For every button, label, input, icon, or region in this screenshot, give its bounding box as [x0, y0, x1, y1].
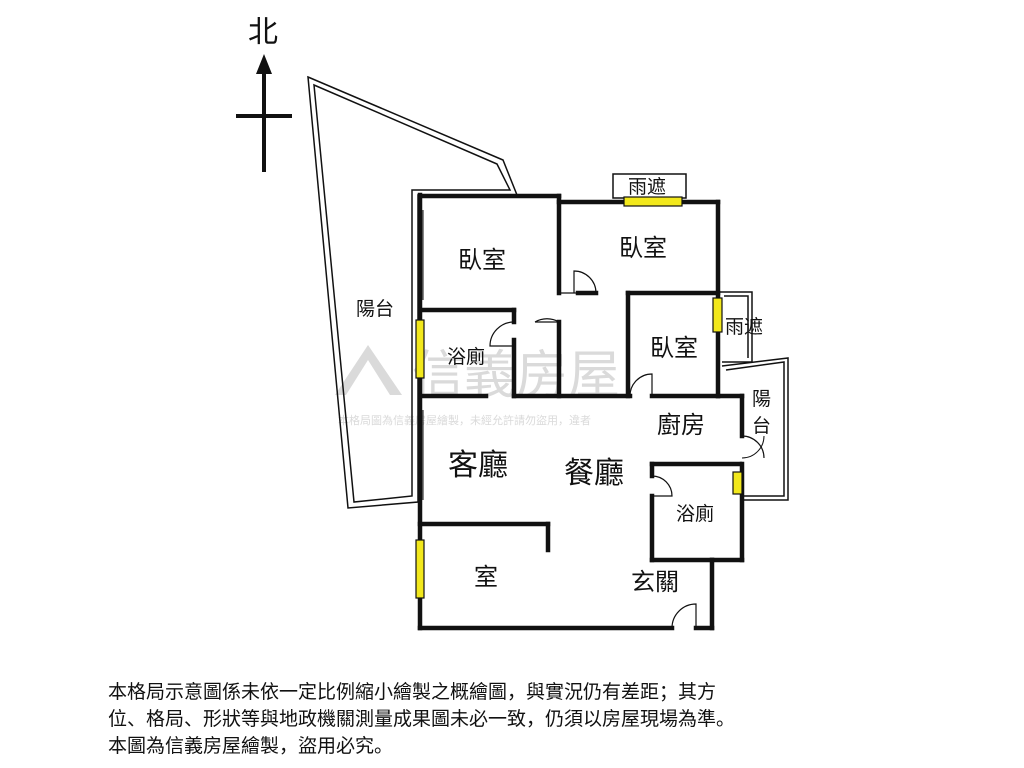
room-label-bedroom-e: 臥室	[650, 334, 698, 362]
disclaimer-line-2: 位、格局、形狀等與地政機關測量成果圖未必一致，仍須以房屋現場為準。	[108, 708, 736, 730]
room-label-canopy-e: 雨遮	[725, 316, 763, 338]
room-label-bath-w: 浴廁	[447, 345, 485, 368]
window	[732, 471, 743, 495]
compass: 北	[236, 15, 292, 172]
room-label-balcony-e-1: 陽	[752, 388, 771, 410]
disclaimer: 本格局示意圖係未依一定比例縮小繪製之概繪圖，與實況仍有差距；其方 位、格局、形狀…	[108, 679, 928, 760]
north-arrow-icon	[256, 54, 272, 74]
room-label-room-sw: 室	[474, 563, 498, 591]
disclaimer-line-3: 本圖為信義房屋繪製，盜用必究。	[108, 735, 394, 757]
window	[415, 319, 425, 379]
room-label-entrance: 玄關	[631, 568, 679, 596]
room-label-balcony-e-2: 台	[752, 415, 771, 437]
watermark-logo-icon	[335, 345, 402, 395]
doors	[489, 270, 765, 629]
window	[712, 297, 723, 333]
balcony-east	[720, 291, 789, 501]
room-label-bedroom-nw: 臥室	[458, 246, 506, 274]
window	[623, 196, 683, 207]
room-label-canopy-n: 雨遮	[628, 176, 666, 198]
disclaimer-line-1: 本格局示意圖係未依一定比例縮小繪製之概繪圖，與實況仍有差距；其方	[108, 681, 717, 703]
room-label-balcony-w: 陽台	[356, 298, 394, 320]
watermark-notice: 本格局圖為信義房屋繪製，未經允許請勿盜用，違者	[338, 413, 591, 427]
window	[415, 539, 425, 599]
room-label-bath-e: 浴廁	[676, 502, 714, 525]
windows	[415, 196, 743, 599]
room-label-kitchen: 廚房	[657, 411, 705, 439]
room-label-living: 客廳	[448, 448, 508, 483]
balcony-west	[307, 75, 519, 509]
floor-plan: 信義房屋 本格局圖為信義房屋繪製，未經允許請勿盜用，違者 北	[236, 15, 789, 631]
compass-north-label: 北	[248, 15, 278, 50]
room-label-bedroom-n: 臥室	[619, 234, 667, 262]
room-label-dining: 餐廳	[564, 456, 624, 491]
